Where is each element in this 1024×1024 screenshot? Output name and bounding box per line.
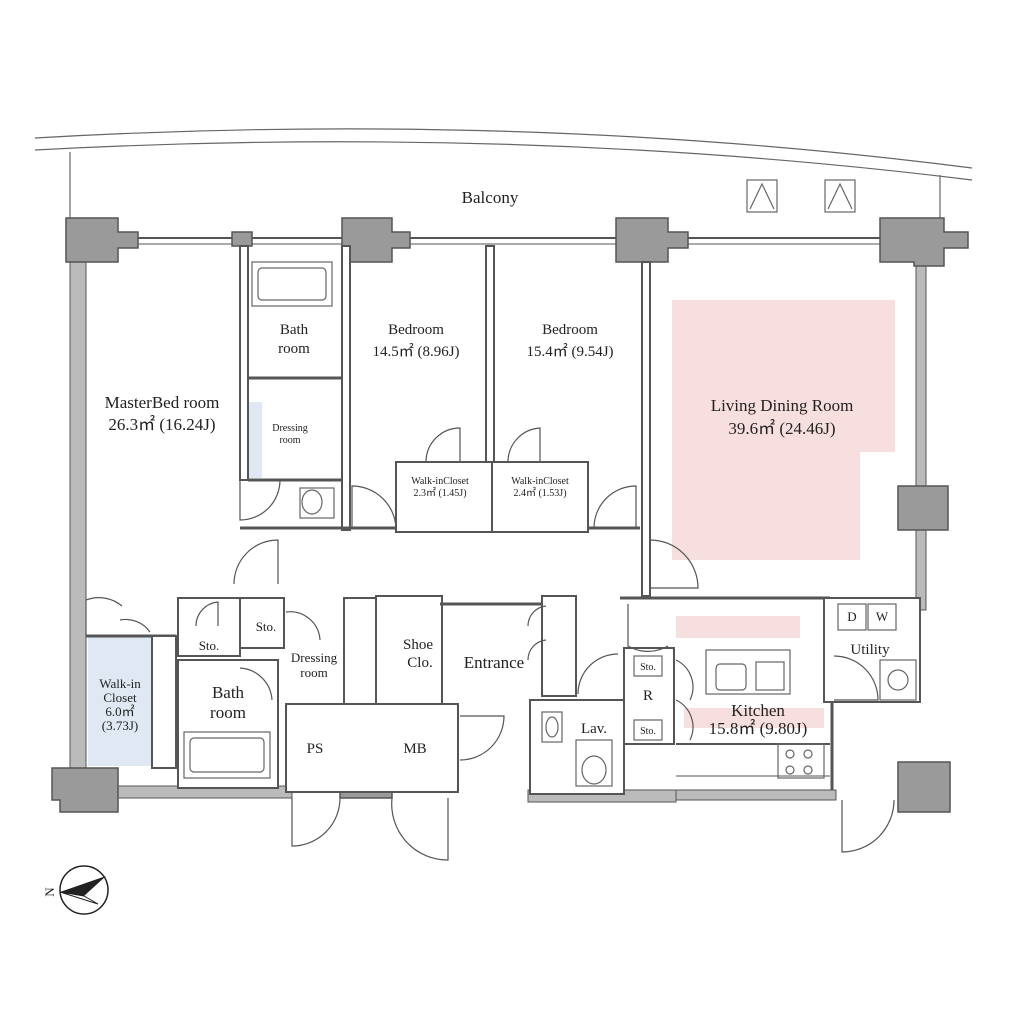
wic-master-line1: Walk-in <box>99 676 141 691</box>
balcony-vent <box>746 179 856 213</box>
utility-label: Utility <box>850 642 890 658</box>
wic2-name: Walk-inCloset <box>511 476 569 487</box>
kitchen-highlight-2 <box>684 708 824 728</box>
bath2-line2: room <box>210 703 246 722</box>
bedroom2-name: Bedroom <box>542 322 598 338</box>
bedroom1-name: Bedroom <box>388 322 444 338</box>
bath2-line1: Bath <box>212 683 245 702</box>
dressing2-line1: Dressing <box>291 650 338 665</box>
bedroom1-area: 14.5㎡ (8.96J) <box>372 343 459 360</box>
balcony-label: Balcony <box>462 188 519 207</box>
shoe-line1: Shoe <box>403 637 433 653</box>
dressing1-line1: Dressing <box>272 423 308 434</box>
bath1-line2: room <box>278 341 310 357</box>
bathtub-2 <box>183 731 271 779</box>
bathtub-1 <box>251 261 333 307</box>
lav-label: Lav. <box>581 721 607 737</box>
wic1-name: Walk-inCloset <box>411 476 469 487</box>
compass-icon <box>59 865 109 915</box>
kitchen-area: 15.8㎡ (9.80J) <box>709 719 808 738</box>
wic-master-line2: Closet <box>103 690 137 705</box>
entrance-label: Entrance <box>464 653 524 672</box>
wic-master-line4: (3.73J) <box>102 718 138 733</box>
dryer-label: D <box>847 609 856 624</box>
kitchen-highlight <box>676 616 800 638</box>
dressing1-line2: room <box>279 435 300 446</box>
balcony-rail <box>34 128 973 218</box>
toilet-2 <box>575 739 613 787</box>
outer-walls <box>69 237 927 803</box>
washer-label: W <box>876 609 889 624</box>
wic-master-line3: 6.0㎡ <box>105 704 134 719</box>
fridge-label: R <box>643 688 653 704</box>
ps-label: PS <box>307 741 324 757</box>
compass-n-label: N <box>42 887 57 897</box>
bath1-line1: Bath <box>280 322 309 338</box>
sto3-label: Sto. <box>640 662 656 673</box>
shoe-line2: Clo. <box>407 655 432 671</box>
sink-lav <box>541 711 563 743</box>
wic-master-fill <box>88 636 152 766</box>
sto4-label: Sto. <box>640 726 656 737</box>
stove-burners <box>777 743 825 779</box>
interior-walls <box>86 245 921 795</box>
kitchen-counter <box>676 743 830 777</box>
master-bed-area: 26.3㎡ (16.24J) <box>108 415 215 434</box>
utility-sink <box>879 659 917 701</box>
ldr-name: Living Dining Room <box>711 396 854 415</box>
sto1-label: Sto. <box>199 638 220 653</box>
door-swings <box>85 427 895 861</box>
kitchen-name: Kitchen <box>731 701 785 720</box>
bedroom2-area: 15.4㎡ (9.54J) <box>526 343 613 360</box>
dressing2-line2: room <box>300 665 327 680</box>
toilet-1 <box>299 487 335 519</box>
dryer-box <box>837 603 867 631</box>
washer-box <box>867 603 897 631</box>
structural-columns <box>51 217 969 813</box>
master-bed-name: MasterBed room <box>105 393 220 412</box>
ldr-area: 39.6㎡ (24.46J) <box>728 419 835 438</box>
wic1-area: 2.3㎡ (1.45J) <box>413 487 466 499</box>
ldr-highlight <box>672 300 895 560</box>
kitchen-island <box>705 649 791 695</box>
sto3-box <box>633 655 663 677</box>
mb-label: MB <box>403 741 426 757</box>
sto2-label: Sto. <box>256 619 277 634</box>
wic2-area: 2.4㎡ (1.53J) <box>513 487 566 499</box>
sto4-box <box>633 719 663 741</box>
